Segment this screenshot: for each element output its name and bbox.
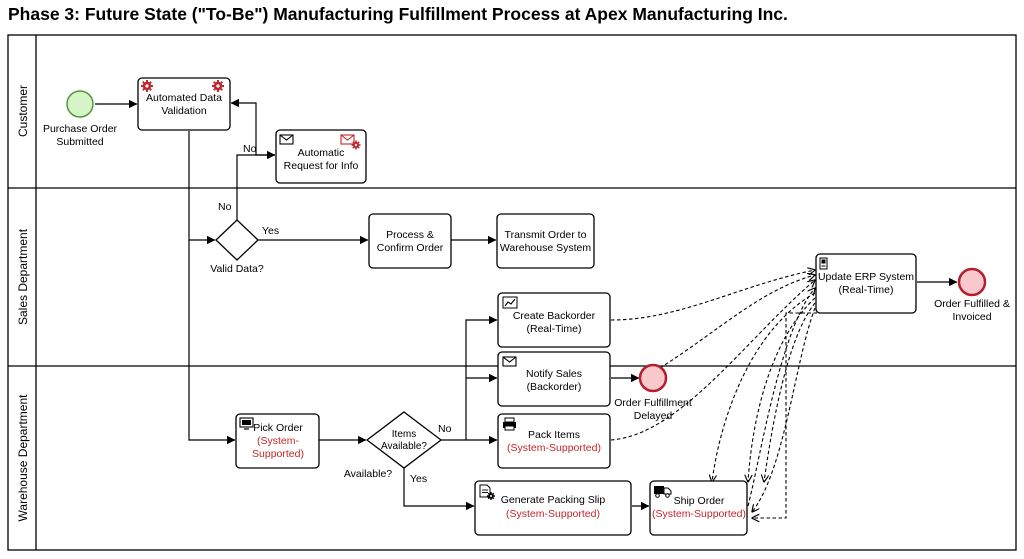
message-flows [610, 270, 817, 518]
envelope-icon [279, 134, 294, 145]
task-label: Automated Data [146, 92, 222, 104]
lane-label-warehouse: Warehouse Department [16, 394, 30, 522]
task-label: Automatic [298, 147, 345, 159]
flow-gateway-no-to-request [236, 150, 276, 220]
end-event-delayed[interactable] [638, 363, 668, 393]
flow-validation-to-pick [188, 240, 236, 445]
gear-icon [141, 80, 153, 92]
task-label: (System-Supported) [507, 442, 601, 454]
start-event-label-line2: Submitted [56, 136, 103, 148]
task-label: Pack Items [528, 429, 580, 441]
gateway-items-available[interactable]: Items Available? [365, 411, 443, 469]
flow-label-no: No [243, 143, 257, 155]
task-automated-data-validation[interactable]: Automated Data Validation [137, 77, 231, 131]
flow-label-yes: Yes [262, 225, 279, 237]
start-event-label-line1: Purchase Order [43, 123, 118, 135]
task-label: Update ERP System [818, 271, 914, 283]
msgflow-delayed-to-erp [659, 275, 815, 369]
msgflow-erp-to-ship-b [748, 297, 816, 482]
flow-validation-to-gateway [188, 131, 216, 245]
end-event-fulfilled[interactable] [957, 267, 987, 297]
monitor-icon [239, 417, 254, 430]
msgflow-ship-to-erp [747, 288, 815, 507]
task-create-backorder[interactable]: Create Backorder (Real-Time) [497, 292, 611, 348]
task-label: Pick Order [253, 422, 303, 434]
msgflow-pack-to-erp [610, 280, 815, 441]
gear-icon [212, 80, 224, 92]
start-event[interactable] [66, 90, 94, 118]
printer-icon [503, 417, 516, 431]
task-automatic-request-for-info[interactable]: Automatic Request for Info [275, 129, 367, 184]
end-event-label-line2: Delayed [634, 410, 673, 422]
end-event-label-line1: Order Fulfillment [614, 397, 692, 409]
task-ship-order[interactable]: Ship Order (System-Supported) [649, 480, 748, 536]
end-event-label-line2: Invoiced [952, 311, 991, 323]
lane-label-sales: Sales Department [16, 228, 30, 325]
task-label: Validation [161, 105, 206, 117]
gateway-label: Available? [344, 468, 392, 480]
msgflow-erp-to-ship-a [712, 292, 816, 482]
task-label: Notify Sales [526, 368, 582, 380]
task-label: Confirm Order [377, 242, 444, 254]
task-label: Transmit Order to [505, 229, 587, 241]
envelope-gear-icon [340, 134, 361, 150]
end-event-label-line1: Order Fulfilled & [934, 298, 1010, 310]
flow-items-no-to-backorder [441, 315, 498, 441]
chart-icon [502, 296, 518, 309]
task-label: Create Backorder [513, 310, 596, 322]
page-title: Phase 3: Future State ("To-Be") Manufact… [8, 4, 788, 24]
task-label: (System- [257, 435, 300, 447]
task-label: (Real-Time) [526, 323, 581, 335]
task-label: Process & [386, 229, 434, 241]
flow-items-yes-to-slip [403, 468, 475, 511]
task-update-erp-system[interactable]: Update ERP System (Real-Time) [815, 253, 917, 314]
msgflow-backorder-to-erp [610, 270, 815, 321]
msgflow-erp-to-ship-c [764, 302, 816, 482]
task-label: Request for Info [284, 160, 359, 172]
task-pick-order[interactable]: Pick Order (System- Supported) [235, 413, 320, 469]
msgflow-erp-to-ship-e [752, 312, 817, 518]
task-process-confirm-order[interactable]: Process & Confirm Order [368, 213, 452, 269]
task-label: Ship Order [674, 495, 725, 507]
flow-label-yes: Yes [410, 473, 427, 485]
flow-label-no: No [218, 201, 232, 213]
task-label: Generate Packing Slip [501, 494, 606, 506]
task-notify-sales[interactable]: Notify Sales (Backorder) [497, 351, 611, 407]
truck-icon [654, 486, 672, 498]
task-label: (System-Supported) [506, 508, 600, 520]
task-label: Supported) [252, 448, 304, 460]
flow-label-no: No [438, 423, 452, 435]
task-pack-items[interactable]: Pack Items (System-Supported) [497, 413, 611, 469]
task-label: (Real-Time) [838, 284, 893, 296]
sequence-flows [95, 98, 958, 511]
task-label: (Backorder) [527, 381, 582, 393]
gateway-label: Available? [381, 441, 427, 452]
gateway-valid-data[interactable] [215, 219, 259, 261]
document-gear-icon [479, 484, 495, 500]
task-transmit-order[interactable]: Transmit Order to Warehouse System [496, 213, 595, 269]
envelope-icon [502, 356, 517, 367]
msgflow-erp-to-ship-d [752, 307, 816, 512]
lane-label-customer: Customer [16, 85, 30, 137]
task-label: (System-Supported) [652, 508, 746, 520]
task-label: Warehouse System [500, 242, 591, 254]
gateway-label: Valid Data? [210, 263, 264, 275]
server-icon [819, 257, 828, 270]
task-generate-packing-slip[interactable]: Generate Packing Slip (System-Supported) [474, 480, 632, 536]
gateway-label: Items [392, 429, 416, 440]
